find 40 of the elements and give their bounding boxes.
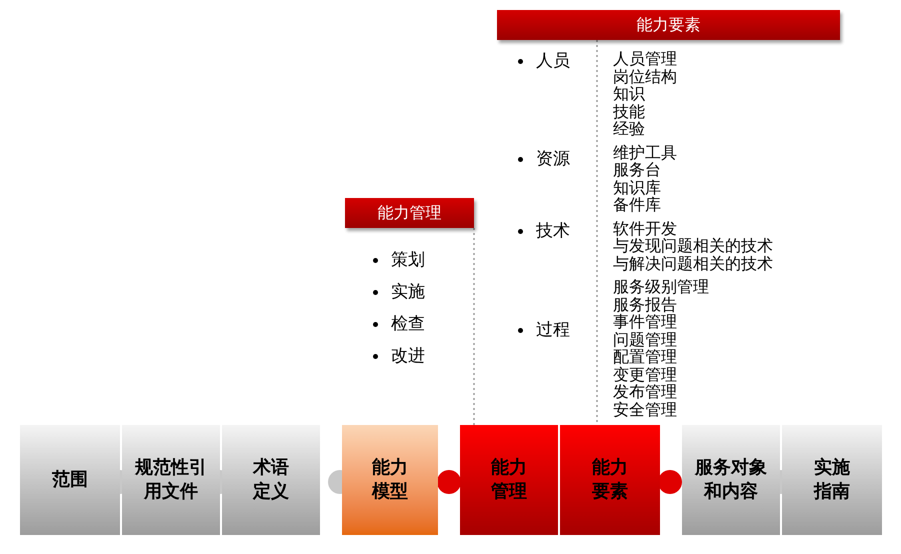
- list-item: 岗位结构: [613, 68, 677, 84]
- list-item: 维护工具: [613, 144, 677, 160]
- list-item: 软件开发: [613, 220, 677, 236]
- list-item: 服务级别管理: [613, 278, 709, 295]
- dotted-connector: [473, 228, 475, 425]
- puzzle-piece: 规范性引用文件: [122, 425, 220, 535]
- header-banner: 能力管理: [345, 198, 474, 228]
- list-item: 实施: [391, 281, 425, 303]
- list-item: 问题管理: [613, 330, 677, 348]
- puzzle-piece: 服务对象和内容: [682, 425, 780, 535]
- puzzle-piece: 能力管理: [460, 425, 558, 535]
- list-item: 改进: [391, 345, 425, 367]
- list-item: 与解决问题相关的技术: [613, 254, 773, 272]
- puzzle-piece: 能力模型: [342, 425, 438, 535]
- dotted-connector: [596, 40, 598, 425]
- list-item: 备件库: [613, 196, 661, 213]
- list-item: 服务台: [613, 161, 661, 178]
- list-item: 人员管理: [613, 50, 677, 67]
- list-item: 知识库: [613, 178, 661, 196]
- list-item: 策划: [391, 249, 425, 271]
- header-banner: 能力要素: [497, 10, 840, 40]
- puzzle-piece: 能力要素: [560, 425, 660, 535]
- list-item: 经验: [613, 120, 645, 137]
- list-item: 知识: [613, 85, 645, 102]
- list-item: 安全管理: [613, 400, 677, 418]
- list-item: 资源: [536, 148, 570, 170]
- list-item: 检查: [391, 313, 425, 335]
- list-item: 事件管理: [613, 313, 677, 330]
- list-item: 配置管理: [613, 348, 677, 365]
- list-item: 技能: [613, 102, 645, 120]
- puzzle-piece: 实施指南: [782, 425, 882, 535]
- list-item: 发布管理: [613, 383, 677, 400]
- puzzle-piece: 范围: [20, 425, 120, 535]
- list-item: 服务报告: [613, 296, 677, 312]
- list-item: 人员: [536, 50, 570, 72]
- list-item: 变更管理: [613, 366, 677, 382]
- list-item: 过程: [536, 319, 570, 341]
- puzzle-piece: 术语定义: [222, 425, 320, 535]
- list-item: 与发现问题相关的技术: [613, 237, 773, 254]
- list-item: 技术: [536, 220, 570, 242]
